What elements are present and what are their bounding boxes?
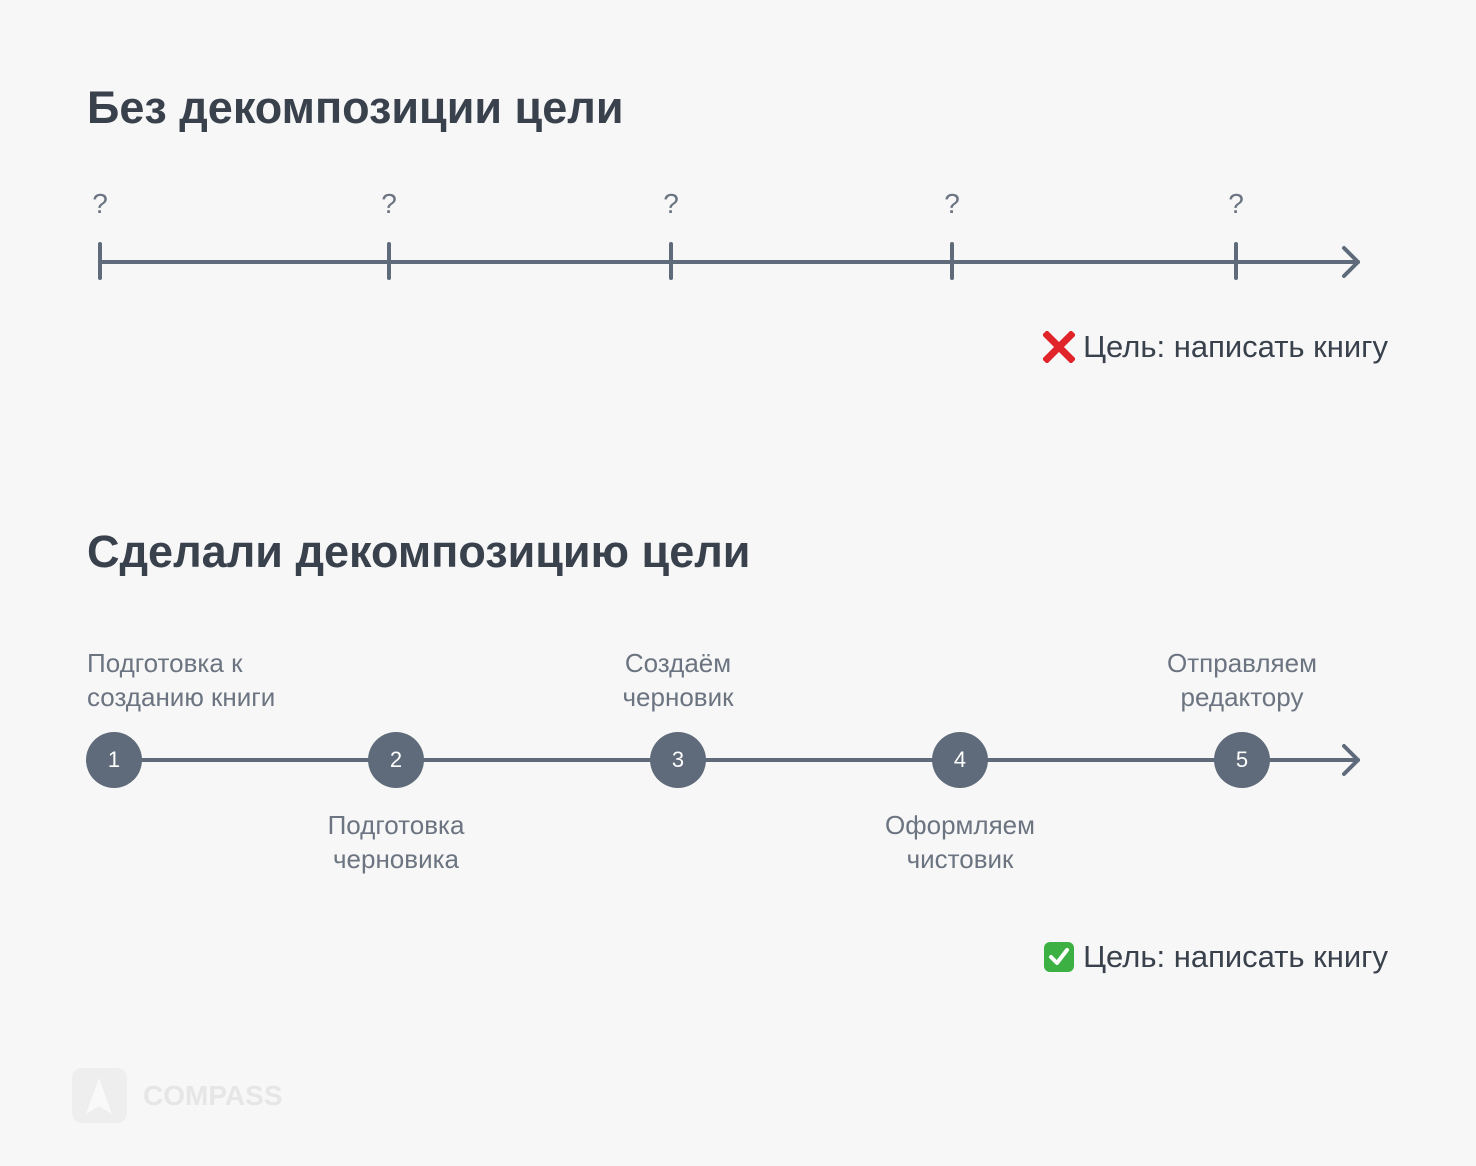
- top-goal-text: Цель: написать книгу: [1083, 329, 1388, 364]
- top-arrow-head: [1342, 246, 1360, 278]
- step-label-line: Подготовка к: [87, 648, 243, 678]
- step-label-line: Оформляем: [885, 810, 1035, 840]
- step-circle-4: 4: [932, 732, 988, 788]
- step-label-line: чистовик: [906, 844, 1014, 874]
- step-label-line: редактору: [1180, 682, 1304, 712]
- step-circle-3: 3: [650, 732, 706, 788]
- check-mark-icon: [1044, 942, 1075, 972]
- step-label-line: Создаём: [624, 648, 732, 678]
- step-label-1: Подготовка к созданию книги: [87, 646, 347, 714]
- step-label-line: созданию книги: [87, 682, 276, 712]
- question-marker: ?: [663, 188, 679, 219]
- step-circle-1: 1: [86, 732, 142, 788]
- step-label-line: черновик: [622, 682, 734, 712]
- bottom-title: Сделали декомпозицию цели: [87, 526, 751, 577]
- top-goal: Цель: написать книгу: [1043, 329, 1388, 365]
- cross-mark-icon: [1043, 331, 1076, 363]
- question-marker: ?: [1228, 188, 1244, 219]
- bottom-goal-text: Цель: написать книгу: [1083, 939, 1388, 974]
- step-label-line: Подготовка: [327, 810, 465, 840]
- compass-logo-icon: [72, 1068, 127, 1123]
- step-label-2: Подготовка черновика: [266, 808, 526, 876]
- step-circle-2: 2: [368, 732, 424, 788]
- step-label-4: Оформляем чистовик: [830, 808, 1090, 876]
- question-marker: ?: [92, 188, 108, 219]
- step-label-line: черновика: [332, 844, 460, 874]
- step-label-3: Создаём черновик: [548, 646, 808, 714]
- compass-logo-text: COMPASS: [143, 1079, 283, 1111]
- question-marker: ?: [381, 188, 397, 219]
- top-title: Без декомпозиции цели: [87, 82, 624, 133]
- bottom-arrow-head: [1342, 744, 1360, 776]
- question-marker: ?: [944, 188, 960, 219]
- bottom-goal: Цель: написать книгу: [1043, 939, 1388, 975]
- step-circle-5: 5: [1214, 732, 1270, 788]
- step-label-line: Отправляем: [1167, 648, 1317, 678]
- step-label-5: Отправляем редактору: [1112, 646, 1372, 714]
- compass-logo: COMPASS: [72, 1068, 283, 1123]
